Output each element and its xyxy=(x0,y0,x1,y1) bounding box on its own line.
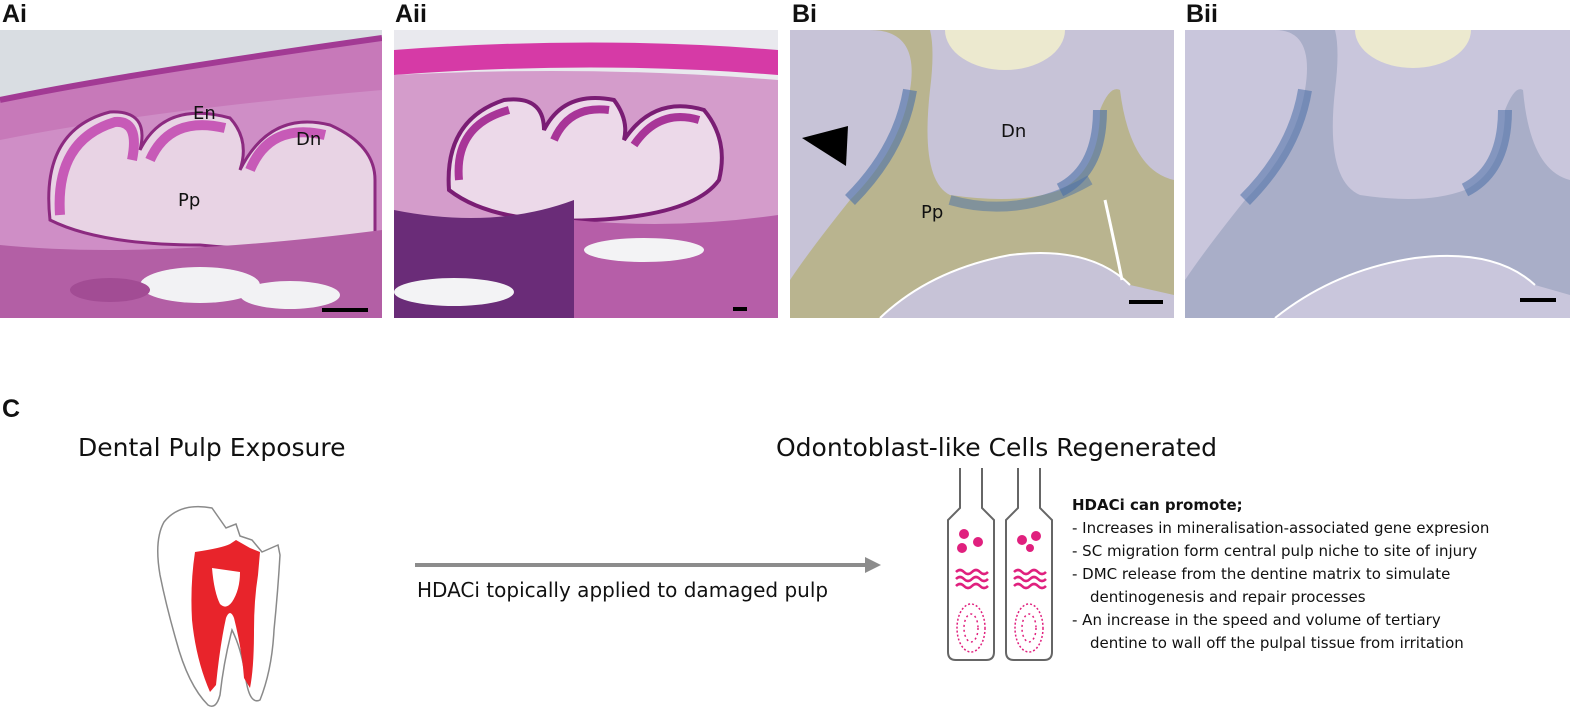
micrograph-bi: Dn Pp xyxy=(790,30,1174,318)
micrograph-aii-image xyxy=(394,30,778,318)
process-arrow xyxy=(415,557,881,573)
test-tube-left xyxy=(947,468,995,661)
damaged-tooth-illustration xyxy=(157,505,281,707)
panel-label-ai: Ai xyxy=(2,0,27,28)
tissue-label-dn-b: Dn xyxy=(1001,121,1027,142)
tissue-label-pp-b: Pp xyxy=(921,202,944,223)
micrograph-ai: En Dn Pp xyxy=(0,30,382,318)
micrograph-bii xyxy=(1185,30,1570,318)
list-item: - An increase in the speed and volume of… xyxy=(1072,611,1441,629)
list-title: HDACi can promote; xyxy=(1072,496,1243,514)
exposed-pulp-red xyxy=(191,540,260,692)
panel-label-c: C xyxy=(2,395,21,423)
tissue-label-en: En xyxy=(193,103,216,124)
list-item: - Increases in mineralisation-associated… xyxy=(1072,519,1490,537)
list-item: - SC migration form central pulp niche t… xyxy=(1072,542,1478,560)
micrograph-bii-image xyxy=(1185,30,1570,318)
micrograph-ai-image xyxy=(0,30,382,318)
test-tube-right xyxy=(1005,468,1053,661)
hdaci-effects-list: HDACi can promote; - Increases in minera… xyxy=(1072,494,1489,655)
list-item: - DMC release from the dentine matrix to… xyxy=(1072,565,1451,583)
micrograph-aii xyxy=(394,30,778,318)
heading-odontoblast-regenerated: Odontoblast-like Cells Regenerated xyxy=(776,433,1218,462)
arrow-caption: HDACi topically applied to damaged pulp xyxy=(417,578,829,602)
micrograph-bi-image xyxy=(790,30,1174,318)
test-tubes-illustration xyxy=(947,468,1053,661)
list-item-continuation: dentine to wall off the pulpal tissue fr… xyxy=(1090,634,1464,652)
panel-label-bii: Bii xyxy=(1186,0,1218,28)
pulp-chamber-white xyxy=(212,568,240,607)
heading-dental-pulp-exposure: Dental Pulp Exposure xyxy=(78,433,346,462)
tissue-label-pp: Pp xyxy=(178,190,201,211)
list-item-continuation: dentinogenesis and repair processes xyxy=(1090,588,1366,606)
tissue-label-dn: Dn xyxy=(296,129,322,150)
panel-label-aii: Aii xyxy=(395,0,427,28)
panel-label-bi: Bi xyxy=(792,0,817,28)
